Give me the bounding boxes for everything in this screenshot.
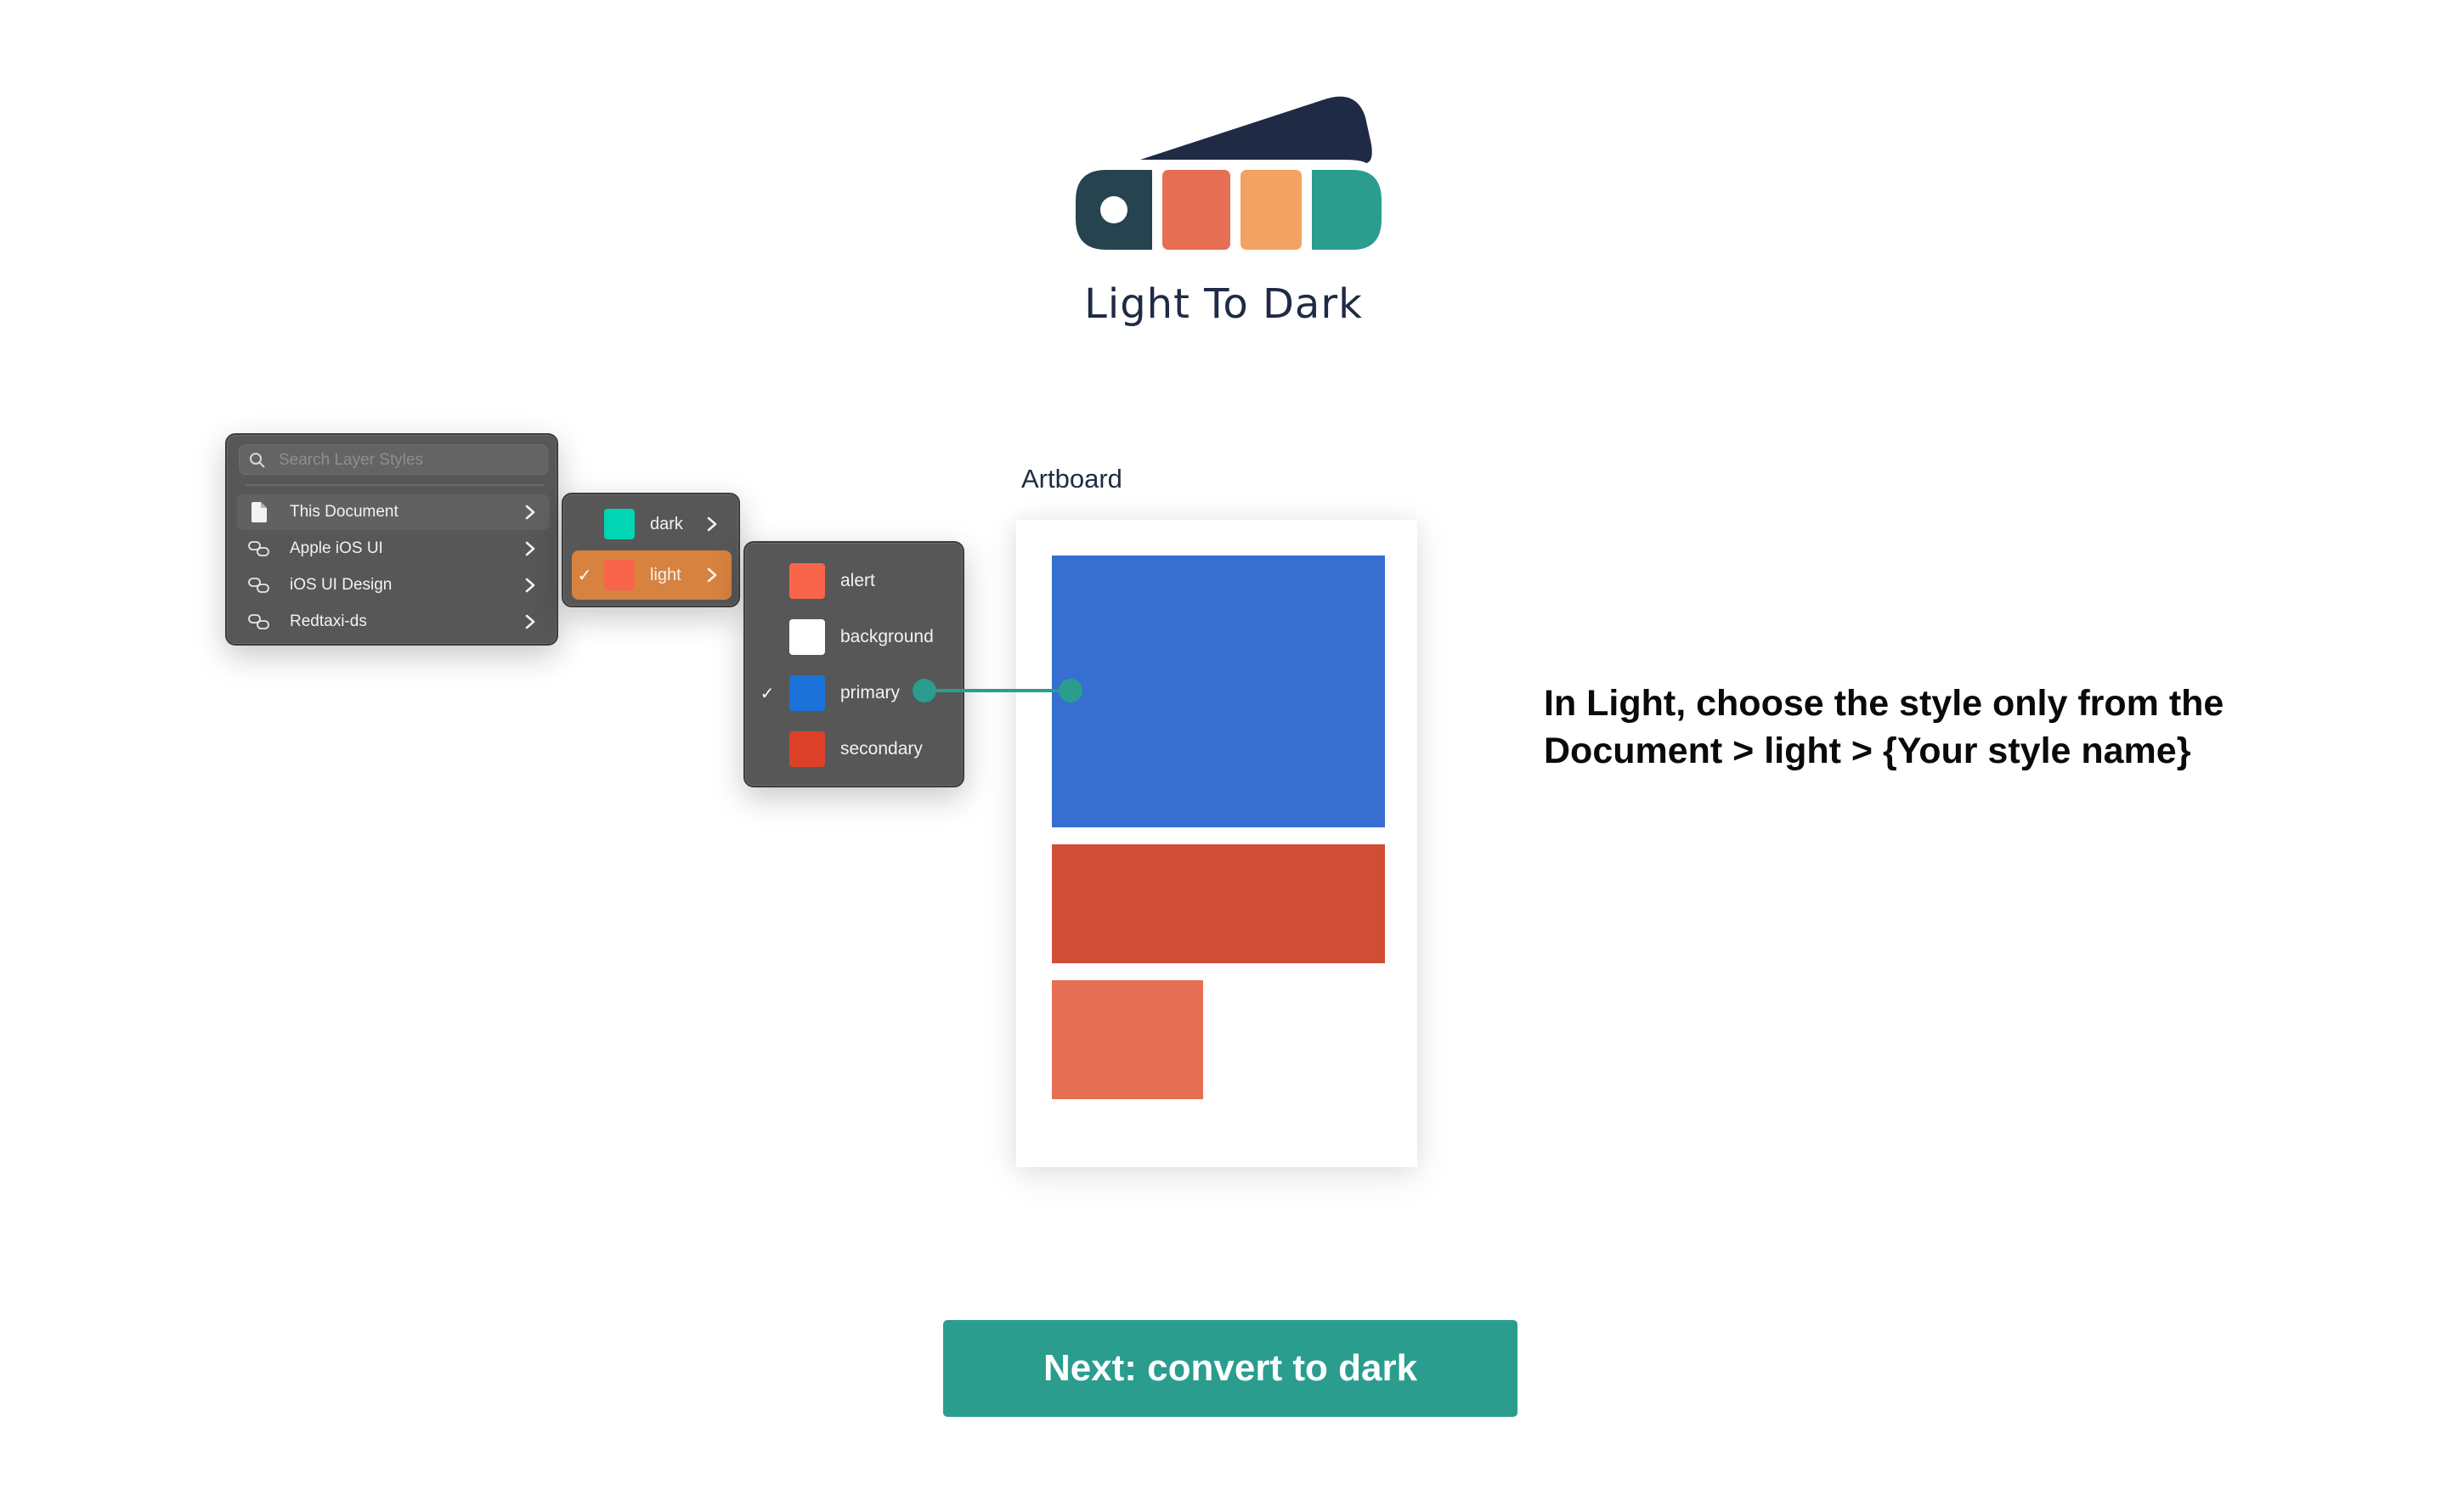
color-swatch: [789, 563, 825, 599]
app-title: Light To Dark: [1084, 280, 1363, 328]
submenu-item-label: light: [650, 565, 681, 584]
theme-submenu: dark ✓ light: [562, 493, 740, 607]
style-item-secondary[interactable]: secondary: [745, 721, 963, 777]
next-convert-to-dark-button[interactable]: Next: convert to dark: [943, 1320, 1517, 1417]
chevron-right-icon: [707, 516, 717, 532]
connector-line: [926, 689, 1071, 692]
layer-primary-rect[interactable]: [1052, 556, 1385, 827]
color-swatch: [789, 675, 825, 711]
style-item-label: alert: [840, 571, 875, 590]
color-swatch: [789, 731, 825, 767]
menu-item-ios-ui-design[interactable]: iOS UI Design: [237, 567, 550, 603]
submenu-item-light[interactable]: ✓ light: [572, 550, 732, 600]
color-swatch: [604, 560, 635, 590]
chevron-right-icon: [525, 578, 535, 593]
layer-secondary-rect[interactable]: [1052, 844, 1385, 963]
instruction-text: In Light, choose the style only from the…: [1544, 680, 2309, 775]
menu-item-apple-ios-ui[interactable]: Apple iOS UI: [237, 531, 550, 567]
style-item-alert[interactable]: alert: [745, 553, 963, 609]
menu-item-label: This Document: [290, 503, 398, 521]
menu-item-label: iOS UI Design: [290, 576, 393, 594]
chevron-right-icon: [525, 541, 535, 556]
check-icon: ✓: [577, 566, 592, 585]
library-link-icon: [247, 610, 271, 634]
submenu-item-dark[interactable]: dark: [572, 499, 732, 549]
menu-divider: [246, 484, 545, 486]
menu-item-label: Apple iOS UI: [290, 539, 383, 557]
style-item-label: primary: [840, 683, 901, 702]
library-link-icon: [247, 537, 271, 561]
style-item-background[interactable]: background: [745, 609, 963, 665]
color-swatch: [789, 619, 825, 655]
chevron-right-icon: [525, 614, 535, 629]
style-item-label: background: [840, 627, 934, 646]
search-icon: [250, 453, 265, 468]
menu-item-this-document[interactable]: This Document: [237, 494, 550, 530]
color-swatch: [604, 509, 635, 539]
submenu-item-label: dark: [650, 514, 683, 533]
search-field[interactable]: [239, 444, 548, 476]
app-logo: [1072, 92, 1395, 253]
connector-dot-end: [1059, 679, 1082, 702]
style-item-primary[interactable]: ✓ primary: [745, 665, 963, 721]
layer-style-list-menu: alert background ✓ primary secondary: [743, 541, 964, 787]
style-item-label: secondary: [840, 739, 923, 759]
menu-item-redtaxi-ds[interactable]: Redtaxi-ds: [237, 604, 550, 640]
connector-dot-start: [913, 679, 936, 702]
instruction-line-1: In Light, choose the style only from the: [1544, 683, 2224, 724]
artboard-label: Artboard: [1021, 464, 1122, 494]
menu-item-label: Redtaxi-ds: [290, 612, 367, 630]
layer-alert-rect[interactable]: [1052, 980, 1203, 1099]
instruction-line-2: Document > light > {Your style name}: [1544, 731, 2191, 771]
search-input[interactable]: [277, 445, 535, 476]
chevron-right-icon: [707, 567, 717, 583]
check-icon: ✓: [760, 684, 775, 703]
chevron-right-icon: [525, 505, 535, 520]
library-link-icon: [247, 573, 271, 597]
layer-styles-menu: This Document Apple iOS UI iOS UI Design…: [225, 433, 558, 646]
document-icon: [247, 500, 271, 524]
